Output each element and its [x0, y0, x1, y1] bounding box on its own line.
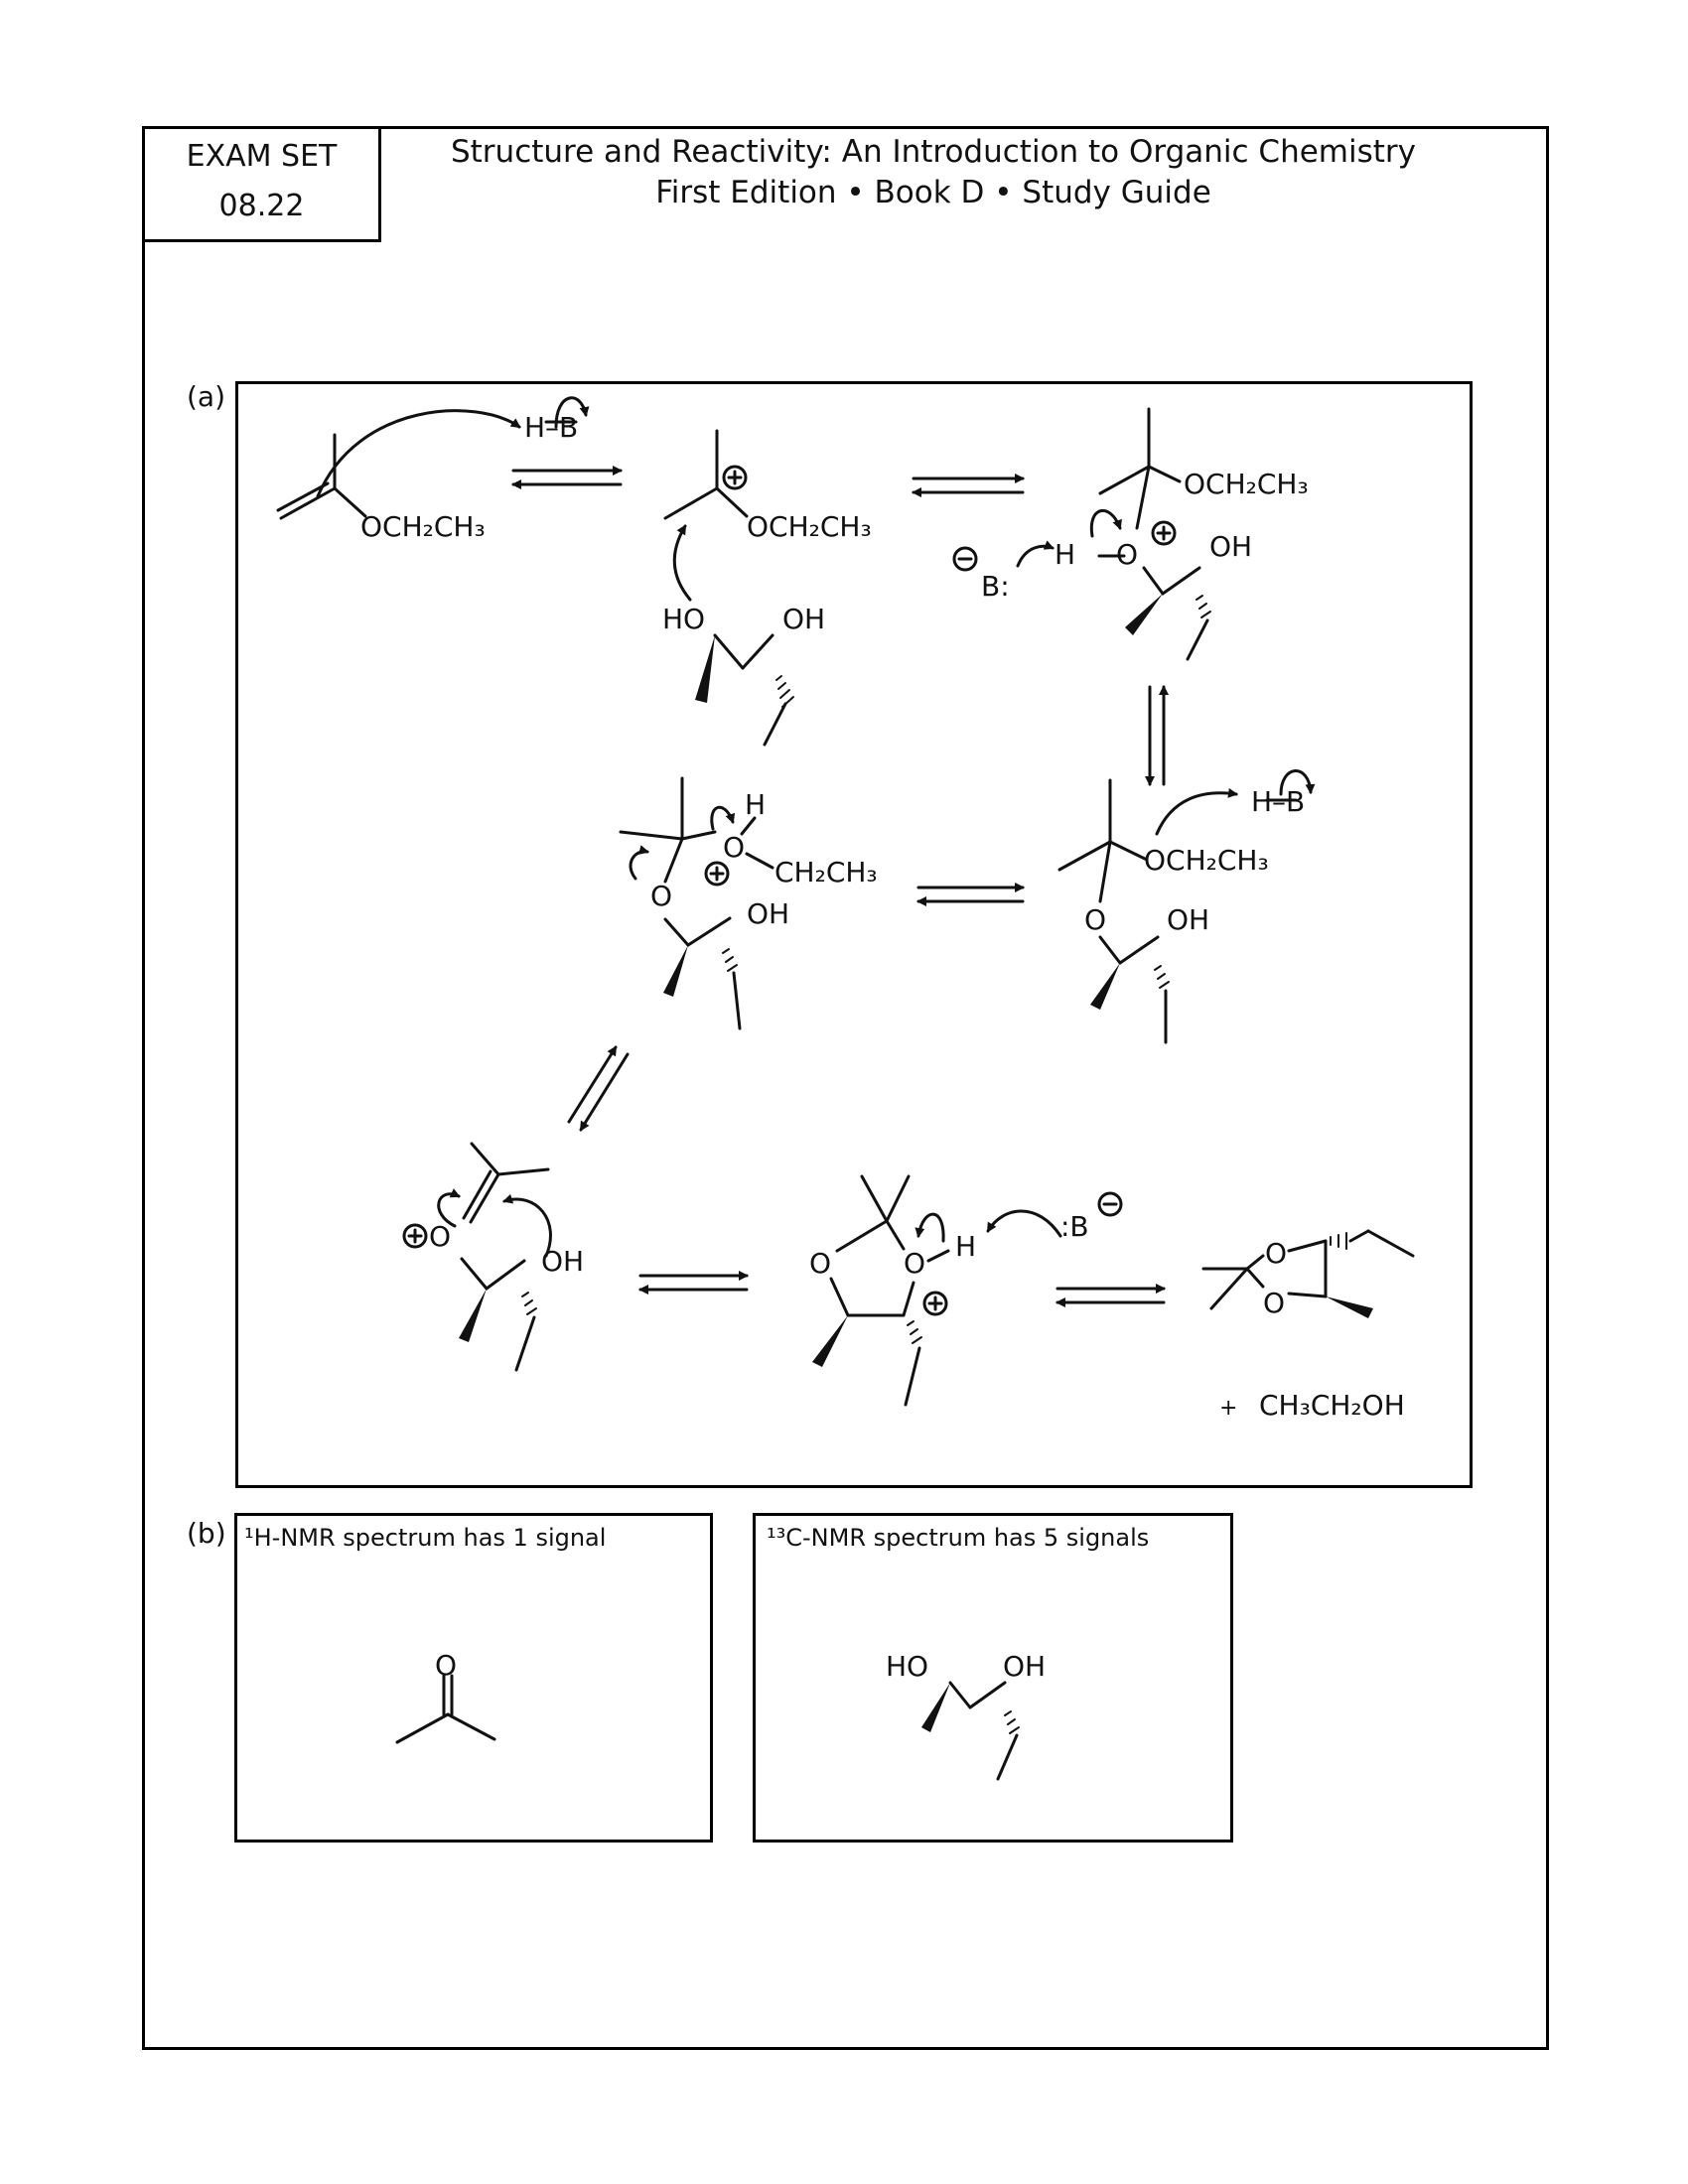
- nmr-box-2-caption: ¹³C-NMR spectrum has 5 signals: [767, 1524, 1150, 1552]
- diol-1: [695, 633, 794, 747]
- protonated-dioxolane: [812, 1174, 950, 1407]
- protonated-adduct: [952, 407, 1211, 661]
- arrow-hb-bond: [554, 396, 590, 429]
- plus-sign: +: [1219, 1396, 1237, 1421]
- book-subtitle: First Edition • Book D • Study Guide: [655, 175, 1211, 210]
- ethoxy-1: OCH₂CH₃: [360, 510, 486, 543]
- enol-ether: [276, 433, 367, 520]
- ethoxy-3: OCH₂CH₃: [1184, 468, 1309, 500]
- equilibrium-3: [1145, 685, 1169, 786]
- proton-h: H: [1055, 538, 1075, 571]
- equilibrium-6: [638, 1271, 749, 1295]
- equilibrium-4: [916, 883, 1025, 906]
- equilibrium-2: [912, 474, 1025, 497]
- ethanol: CH₃CH₂OH: [1259, 1389, 1405, 1422]
- part-b-label: (b): [187, 1517, 226, 1550]
- acetone: [395, 1674, 496, 1744]
- part-a-label: (a): [187, 380, 226, 413]
- protonated-ether: [619, 776, 774, 1030]
- ring-o-right: O: [904, 1247, 925, 1280]
- hb-2: H–B: [1251, 785, 1305, 818]
- product-o-top: O: [1265, 1237, 1287, 1270]
- hb-1: H–B: [524, 411, 578, 444]
- nmr-box-1-caption: ¹H-NMR spectrum has 1 signal: [244, 1524, 607, 1552]
- oxocarbenium: [663, 429, 749, 520]
- acetone-o: O: [435, 1649, 457, 1682]
- nmr-box-1: [234, 1513, 713, 1843]
- adduct-2-oh: OH: [1167, 903, 1209, 936]
- arrow-alkene-to-h: [316, 409, 521, 498]
- diol-2-oh: OH: [1003, 1650, 1046, 1683]
- ring-o-left: O: [809, 1247, 831, 1280]
- ethoxy-2: OCH₂CH₃: [747, 510, 872, 543]
- adduct-oh: OH: [1209, 530, 1252, 563]
- arrow-diol-attack: [672, 524, 692, 602]
- exam-set-number: 08.22: [218, 189, 305, 223]
- equilibrium-7: [1055, 1284, 1166, 1307]
- protonated-oh: OH: [747, 897, 789, 930]
- page-frame: [142, 126, 1549, 2050]
- exam-set-label: EXAM SET: [186, 139, 338, 174]
- ring-h: H: [955, 1230, 976, 1263]
- arrow-ether-to-h: [1155, 787, 1238, 836]
- carbonyl-o: O: [429, 1220, 451, 1253]
- arrow-co-bond: [710, 805, 736, 831]
- base-charge-right: [1097, 1191, 1123, 1217]
- ether-o: O: [1084, 903, 1106, 936]
- ethoxy-4: OCH₂CH₃: [1144, 844, 1269, 877]
- diol-1-oh: OH: [782, 603, 825, 635]
- protonated-o: O: [723, 831, 745, 864]
- base-left: B:: [981, 570, 1010, 603]
- precursor-oh: OH: [541, 1245, 584, 1278]
- arrow-oh-to-carbon: [502, 1193, 552, 1258]
- product-o-bottom: O: [1263, 1287, 1285, 1319]
- equilibrium-1: [511, 466, 623, 489]
- arrow-hb-bond-2: [1279, 769, 1316, 796]
- dioxolane-product: [1201, 1229, 1415, 1318]
- arrow-o-to-c: [629, 845, 649, 881]
- page-header: Structure and Reactivity: An Introductio…: [387, 132, 1479, 213]
- book-title: Structure and Reactivity: An Introductio…: [450, 134, 1417, 170]
- arrow-base-attack: [1016, 540, 1055, 568]
- cyclic-precursor: [402, 1142, 550, 1372]
- arrow-oh-to-o: [914, 1212, 945, 1243]
- nmr-box-2: [753, 1513, 1233, 1843]
- protonated-h: H: [745, 788, 766, 821]
- neutral-adduct: [1057, 778, 1170, 1044]
- arrow-oh-bond: [1089, 509, 1122, 538]
- base-right: :B: [1060, 1210, 1089, 1243]
- ring-o-1: O: [650, 880, 672, 912]
- oxonium-o: O: [1116, 538, 1138, 571]
- diol-2: [921, 1681, 1020, 1781]
- equilibrium-5: [567, 1045, 630, 1132]
- arrow-base-to-h: [986, 1209, 1062, 1238]
- mechanism-panel: [235, 381, 1473, 1488]
- exam-set-box: EXAM SET 08.22: [142, 126, 381, 242]
- ethyl-group: CH₂CH₃: [774, 856, 878, 888]
- diol-2-ho: HO: [886, 1650, 928, 1683]
- arrow-co-to-o: [437, 1188, 461, 1228]
- diol-1-ho: HO: [662, 603, 705, 635]
